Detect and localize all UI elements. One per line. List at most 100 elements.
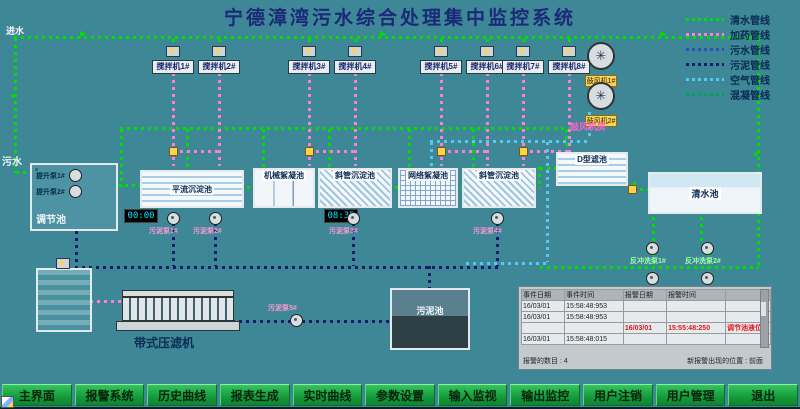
nav-report-button[interactable]: 报表生成 bbox=[219, 384, 290, 406]
pipe-polymer-to-press bbox=[90, 300, 122, 303]
alarm-col-header[interactable]: 事件时间 bbox=[564, 289, 624, 301]
sludge-pump-icon-4[interactable] bbox=[491, 212, 504, 225]
alarm-scrollbar[interactable] bbox=[760, 289, 769, 348]
alarm-row[interactable]: 16/03/01 15:58:48:953 bbox=[520, 300, 772, 312]
regulation-tank[interactable]: 提升泵1# 提升泵2# 调节池 bbox=[30, 163, 118, 231]
valve-icon[interactable] bbox=[169, 147, 178, 156]
nav-alarm-system-button[interactable]: 报警系统 bbox=[74, 384, 145, 406]
mixer-6[interactable]: 搅拌机6# bbox=[466, 46, 508, 74]
alarm-row[interactable]: 16/03/01 15:58:48:953 bbox=[520, 311, 772, 323]
alarm-col-header[interactable]: 报警时间 bbox=[666, 289, 726, 301]
mixer-5[interactable]: 搅拌机5# bbox=[420, 46, 462, 74]
pipe-dosing-header-1 bbox=[173, 150, 219, 153]
alarm-cell: 16/03/01 bbox=[520, 300, 566, 312]
pipe-inflow-drop bbox=[14, 38, 17, 173]
sludge-pump-icon-3[interactable] bbox=[347, 212, 360, 225]
nav-output-monitor-button[interactable]: 输出监控 bbox=[510, 384, 581, 406]
alarm-cell: 16/03/01 bbox=[622, 322, 668, 334]
legend-item: 混凝管线 bbox=[686, 87, 770, 102]
backwash-pump-icon-2[interactable] bbox=[701, 242, 714, 255]
nav-user-manage-button[interactable]: 用户管理 bbox=[655, 384, 726, 406]
valve-icon[interactable] bbox=[305, 147, 314, 156]
nav-input-monitor-button[interactable]: 输入监视 bbox=[437, 384, 508, 406]
alarm-cell bbox=[520, 322, 566, 334]
tank-label: 斜管沉淀池 bbox=[477, 170, 521, 181]
mixer-feed bbox=[568, 39, 571, 46]
chemical-tank[interactable] bbox=[36, 268, 92, 332]
nav-realtime-curve-button[interactable]: 实时曲线 bbox=[292, 384, 363, 406]
tank-label: 机械絮凝池 bbox=[262, 170, 306, 181]
legend-label: 混凝管线 bbox=[730, 91, 770, 102]
nav-exit-button[interactable]: 退出 bbox=[728, 384, 799, 406]
pipe-dosing-header-2 bbox=[309, 150, 355, 153]
pipe-link-1 bbox=[240, 186, 253, 189]
alarm-col-header[interactable]: 事件日期 bbox=[520, 289, 566, 301]
alarm-table-header: 事件日期 事件时间 报警日期 报警时间 bbox=[520, 289, 772, 301]
mixer-8[interactable]: 搅拌机8# bbox=[548, 46, 590, 74]
blower-2[interactable]: ✳ 鼓风机2# bbox=[576, 82, 626, 128]
inclined-tube-sedimentation-tank-1[interactable]: 斜管沉淀池 bbox=[318, 168, 392, 208]
pipe-link-4 bbox=[454, 186, 462, 189]
pipe-air-drop-2 bbox=[546, 142, 549, 262]
backwash-pump-icon-4[interactable] bbox=[701, 272, 714, 285]
sludge-pump-label: 污泥泵2# bbox=[193, 228, 222, 235]
backwash-pump-icon-3[interactable] bbox=[646, 272, 659, 285]
alarm-cell bbox=[622, 333, 668, 345]
sludge-tank[interactable]: 污泥池 bbox=[390, 288, 470, 350]
horizontal-sedimentation-tank[interactable]: 平流沉淀池 bbox=[140, 170, 244, 208]
lift-pump-icon-1[interactable] bbox=[68, 169, 82, 182]
lift-pump-icon-2[interactable] bbox=[68, 185, 82, 198]
alarm-row[interactable]: 16/03/01 15:58:48:015 bbox=[520, 333, 772, 345]
alarm-col-header[interactable]: 报警日期 bbox=[622, 289, 668, 301]
tank-label: D型滤池 bbox=[575, 154, 609, 165]
alarm-cell: 15:58:48:953 bbox=[564, 300, 624, 312]
mixer-4[interactable]: 搅拌机4# bbox=[334, 46, 376, 74]
pipe-clearwater-down-2 bbox=[700, 210, 703, 242]
scrollbar-thumb[interactable] bbox=[761, 302, 766, 316]
nav-main-button[interactable]: 主界面 bbox=[2, 384, 72, 406]
alarm-cell: 16/03/01 bbox=[520, 333, 566, 345]
blower-room-label: 鼓风机房 bbox=[570, 122, 607, 132]
inclined-tube-sedimentation-tank-2[interactable]: 斜管沉淀池 bbox=[462, 168, 536, 208]
backwash-pump-icon-1[interactable] bbox=[646, 242, 659, 255]
sludge-pump-icon-5[interactable] bbox=[290, 314, 303, 327]
alarm-cell: 15:55:48:250 bbox=[666, 322, 726, 334]
mixer-feed bbox=[440, 39, 443, 46]
nav-logout-button[interactable]: 用户注销 bbox=[583, 384, 653, 406]
mechanical-flocculation-tank[interactable]: 机械絮凝池 bbox=[253, 168, 315, 208]
tank-label: 调节池 bbox=[36, 215, 66, 226]
clear-water-tank[interactable]: 清水池 bbox=[648, 172, 762, 214]
sludge-pump-icon-2[interactable] bbox=[209, 212, 222, 225]
sludge-pump-icon-1[interactable] bbox=[167, 212, 180, 225]
legend-item: 污泥管线 bbox=[686, 57, 770, 72]
mixer-3[interactable]: 搅拌机3# bbox=[288, 46, 330, 74]
d-type-filter[interactable]: D型滤池 bbox=[556, 152, 628, 186]
pipe-sludge-to-tank bbox=[428, 266, 431, 288]
valve-icon[interactable] bbox=[519, 147, 528, 156]
press-rollers-icon[interactable] bbox=[122, 297, 234, 321]
alarm-table: 事件日期 事件时间 报警日期 报警时间 16/03/01 15:58:48:95… bbox=[520, 289, 772, 345]
inflow-top-label: 进水 bbox=[6, 26, 25, 36]
backwash-pump-label: 反冲洗泵2# bbox=[685, 258, 721, 265]
grid-flocculation-tank[interactable]: 网络絮凝池 bbox=[398, 168, 458, 208]
alarm-footer: 报警的数目 : 4 新报警出现的位置 : 前面 bbox=[523, 356, 763, 366]
pipe-lift-riser bbox=[120, 129, 123, 187]
pipe-sludge-to-press bbox=[232, 320, 390, 323]
mixer-label: 搅拌机6# bbox=[466, 60, 508, 74]
mixer-1[interactable]: 搅拌机1# bbox=[152, 46, 194, 74]
lift-pump-label: 提升泵2# bbox=[36, 188, 65, 196]
pipe-drop-4 bbox=[408, 129, 411, 168]
blower-label: 鼓风机2# bbox=[584, 115, 618, 127]
mixer-2[interactable]: 搅拌机2# bbox=[198, 46, 240, 74]
nav-history-curve-button[interactable]: 历史曲线 bbox=[147, 384, 217, 406]
pipe-sludge-main bbox=[75, 266, 500, 269]
pipe-right-riser bbox=[757, 38, 760, 268]
mixer-label: 搅拌机4# bbox=[334, 60, 376, 74]
nav-parameter-button[interactable]: 参数设置 bbox=[365, 384, 435, 406]
alarm-row-active[interactable]: 16/03/01 15:55:48:250 调节池液位高 bbox=[520, 322, 772, 334]
mixer-feed bbox=[172, 39, 175, 46]
mixer-7[interactable]: 搅拌机7# bbox=[502, 46, 544, 74]
valve-icon[interactable] bbox=[437, 147, 446, 156]
motor-icon bbox=[212, 46, 226, 57]
valve-icon[interactable] bbox=[628, 185, 637, 194]
